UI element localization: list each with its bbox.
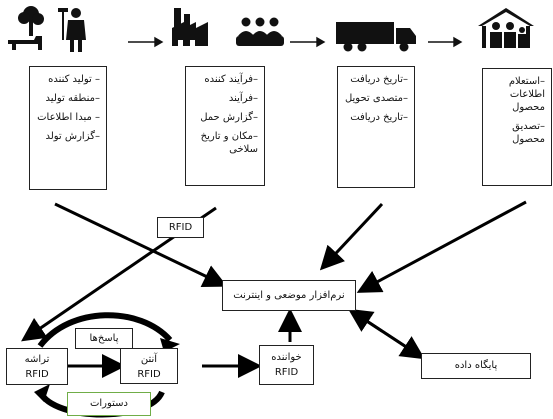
rfid-tag-label: RFID xyxy=(157,217,204,238)
farmer-icon xyxy=(8,6,86,52)
stage-box-consumer: –استعلام اطلاعات محصول –تصدیق محصول xyxy=(482,68,552,186)
antenna-label: آنتن xyxy=(140,354,158,365)
arrow-distributor-to-middleware xyxy=(319,202,384,271)
stage-item: –مکان و تاریخ سلاخی xyxy=(200,131,258,155)
middleware-box: نرم‌افزار موضعی و اینترنت xyxy=(222,280,356,311)
factory-icon xyxy=(172,8,284,47)
rfid-chip-box: تراشه RFID xyxy=(6,348,68,385)
chip-rfid-label: RFID xyxy=(25,369,49,380)
arrow-database-to-middleware xyxy=(352,310,426,360)
family-house-icon xyxy=(478,8,534,48)
database-box: پایگاه داده xyxy=(421,353,531,379)
rfid-reader-box: خواننده RFID xyxy=(259,345,314,385)
reader-label: خواننده xyxy=(271,352,302,363)
stage-item: –فرآیند کننده xyxy=(204,74,258,85)
antenna-rfid-label: RFID xyxy=(137,369,161,380)
stage-box-distributor: –تاریخ دریافت –متصدی تحویل –تاریخ دریافت xyxy=(337,66,415,188)
stage-item: –متصدی تحویل xyxy=(344,93,408,104)
chip-label: تراشه xyxy=(24,354,50,365)
stage-item: –تاریخ دریافت xyxy=(350,112,408,123)
reader-rfid-label: RFID xyxy=(274,367,299,378)
stage-item: – مبدا اطلاعات xyxy=(37,112,100,123)
stage-item: –فرآیند xyxy=(228,93,258,104)
stage-item: –گزارش تولد xyxy=(45,131,100,142)
responses-label: پاسخ‌ها xyxy=(75,328,133,349)
stage-item: –استعلام اطلاعات محصول xyxy=(508,76,545,113)
stage-box-processor: –فرآیند کننده –فرآیند –گزارش حمل –مکان و… xyxy=(185,66,265,186)
stage-item: –منطقه تولید xyxy=(45,93,100,104)
arc-responses xyxy=(37,312,173,348)
rfid-antenna-box: آنتن RFID xyxy=(120,348,178,384)
arrow-consumer-to-middleware xyxy=(356,200,527,293)
arrow-producer-to-middleware xyxy=(54,202,228,288)
truck-icon xyxy=(336,22,416,52)
commands-label: دستورات xyxy=(67,392,151,416)
stage-box-producer: – تولید کننده –منطقه تولید – مبدا اطلاعا… xyxy=(29,66,107,190)
stage-item: –تصدیق محصول xyxy=(512,121,545,145)
stage-item: –تاریخ دریافت xyxy=(350,74,408,85)
stage-item: – تولید کننده xyxy=(48,74,100,85)
stage-item: –گزارش حمل xyxy=(200,112,258,123)
arc-commands-head xyxy=(34,384,50,402)
